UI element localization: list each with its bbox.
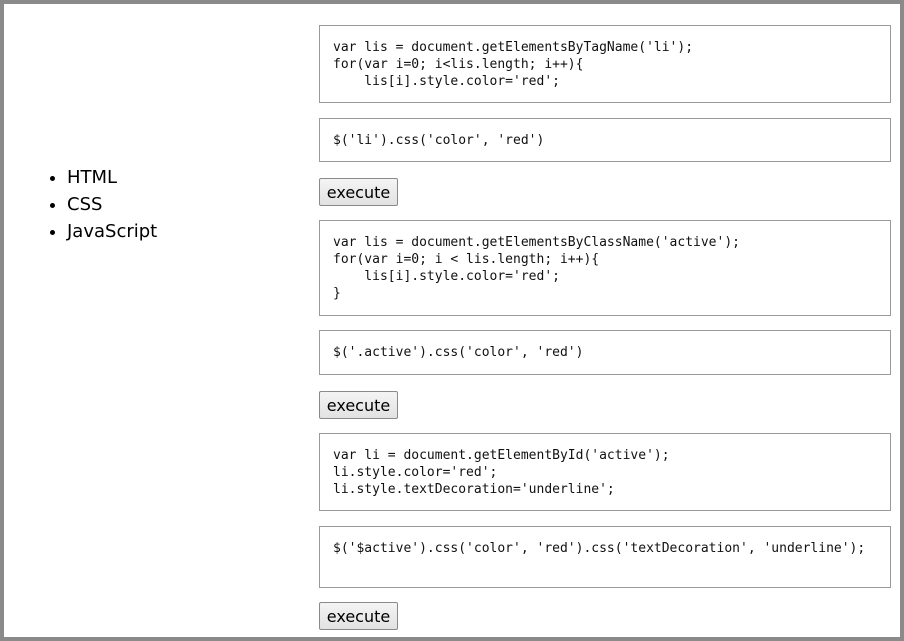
execute-button-1[interactable]: execute <box>319 178 398 206</box>
dom-code-by-class-name: var lis = document.getElementsByClassNam… <box>319 220 891 316</box>
list-item-javascript: JavaScript <box>67 218 157 245</box>
jquery-code-tag-selector: $('li').css('color', 'red') <box>319 118 891 162</box>
execute-button-3[interactable]: execute <box>319 602 398 630</box>
jquery-code-id-selector: $('$active').css('color', 'red').css('te… <box>319 526 891 588</box>
jquery-code-class-selector: $('.active').css('color', 'red') <box>319 330 891 375</box>
tech-list: HTML CSS JavaScript <box>45 164 157 245</box>
list-item-html: HTML <box>67 164 157 191</box>
list-item-css: CSS <box>67 191 157 218</box>
execute-button-2[interactable]: execute <box>319 391 398 419</box>
dom-code-by-id: var li = document.getElementById('active… <box>319 433 891 511</box>
dom-code-by-tag-name: var lis = document.getElementsByTagName(… <box>319 25 891 103</box>
